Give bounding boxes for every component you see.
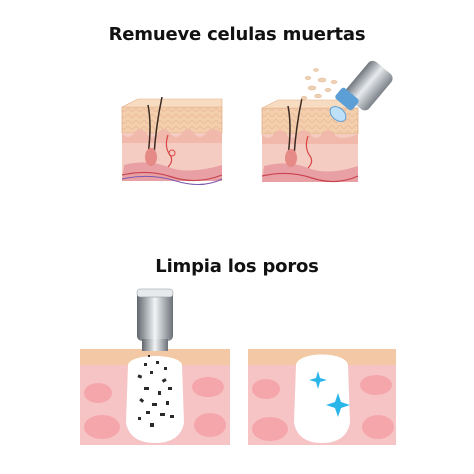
pore-with-debris-under-suction-tool (80, 288, 230, 445)
section-title-clean-pores: Limpia los poros (155, 256, 319, 277)
dead-cell-flakes (300, 68, 338, 100)
section-title-remove-dead-cells: Remueve celulas muertas (108, 24, 366, 45)
pore-debris (137, 355, 174, 427)
clean-pore-with-sparkles (248, 349, 396, 445)
exfoliating-tool-icon (329, 60, 393, 122)
suction-tool-icon (136, 288, 174, 351)
sparkle-icon (309, 371, 350, 417)
skin-cross-section-before (121, 96, 223, 185)
skin-cross-section-with-exfoliating-tool (261, 60, 393, 183)
